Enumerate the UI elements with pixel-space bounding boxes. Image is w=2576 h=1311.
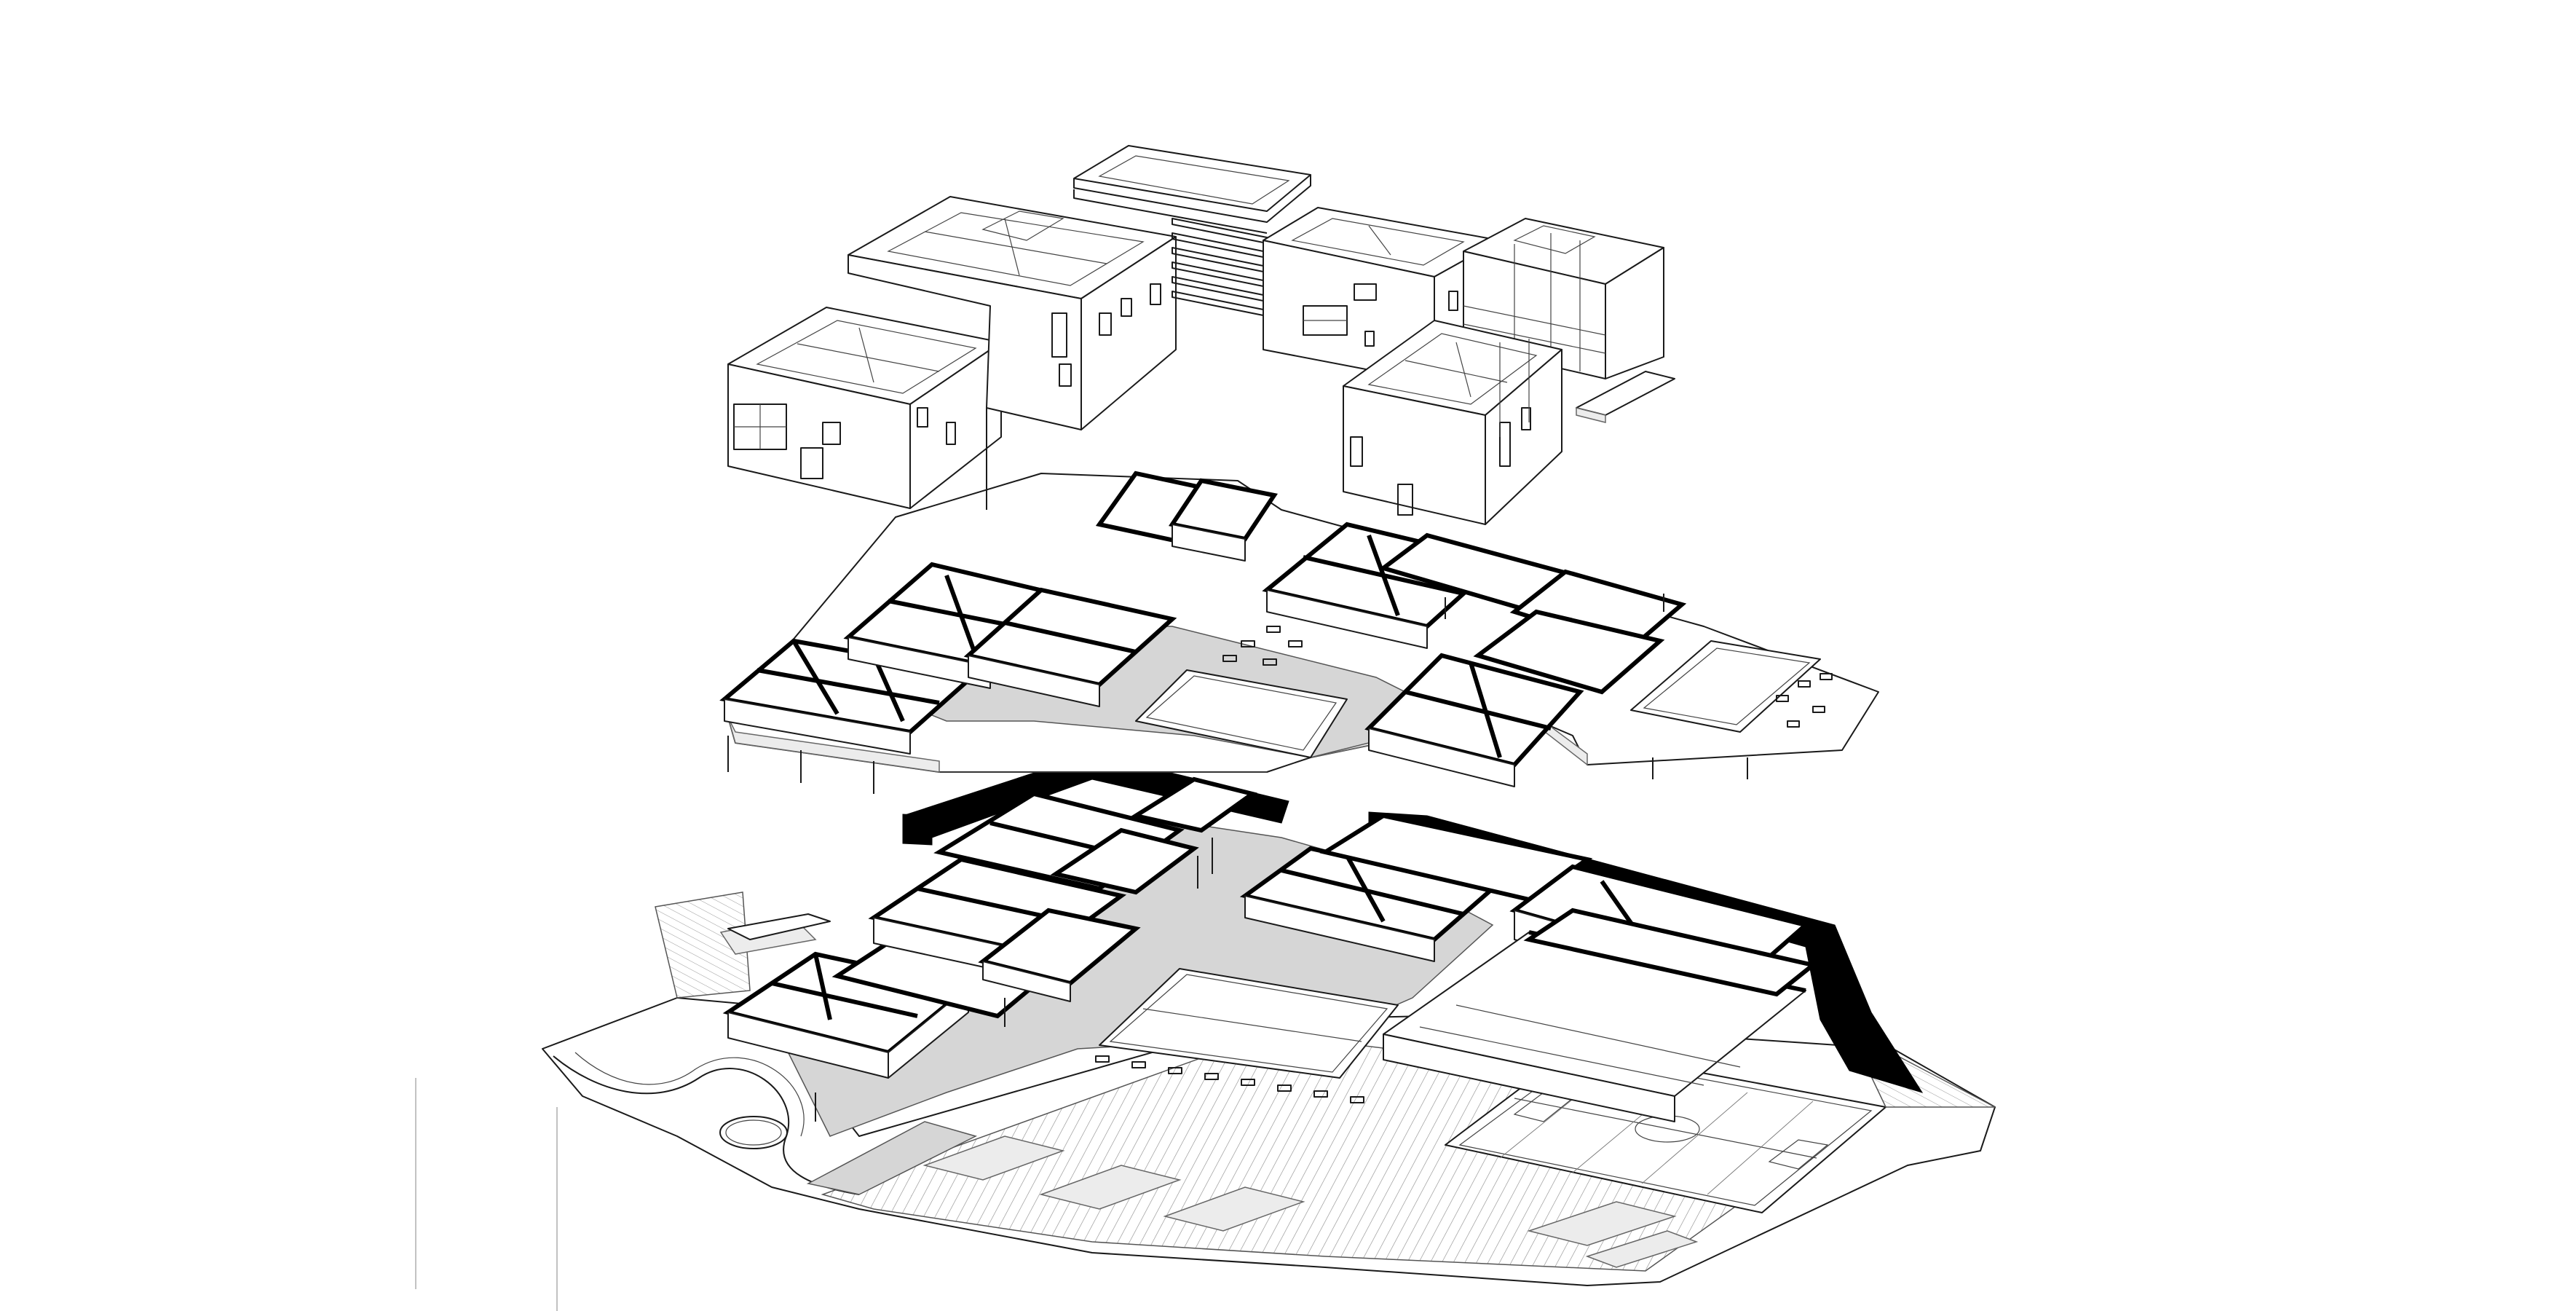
volume-block-e: [1343, 320, 1562, 525]
ground-columns: [815, 838, 1213, 1122]
volume-block-b: [848, 196, 1177, 510]
volume-central-stack: [1073, 145, 1311, 320]
first-floor-layer: [719, 471, 1879, 794]
volume-block-a: [727, 307, 1002, 509]
site-tiles: [922, 1135, 1699, 1268]
ground-left-wing: [722, 776, 1258, 1079]
first-floor-skylights: [1222, 626, 1303, 666]
first-right-wing: [1262, 521, 1687, 787]
ground-right-wing: [1239, 813, 1818, 1122]
first-floor-columns: [727, 736, 1748, 794]
margin-lines: [415, 1078, 558, 1311]
upper-volumes-layer: [727, 145, 1675, 525]
courtyard-markers: [1095, 1055, 1364, 1103]
volume-block-c: [1263, 207, 1501, 383]
ground-floor-layer: [719, 753, 1924, 1137]
pool: [1630, 640, 1833, 733]
first-left-wing: [719, 471, 1278, 755]
